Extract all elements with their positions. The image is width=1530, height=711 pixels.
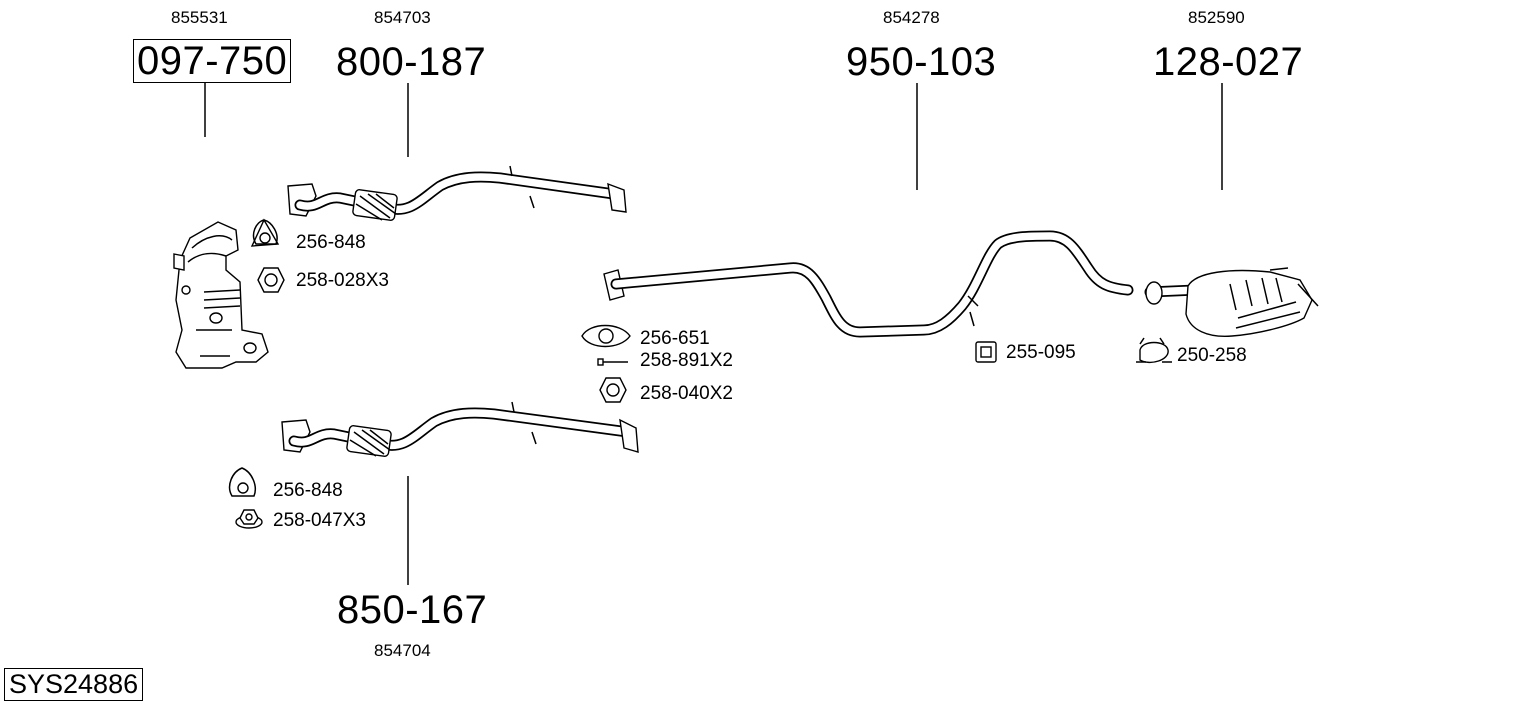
catalytic-converter-drawing <box>173 221 269 369</box>
ref-855531: 855531 <box>171 8 228 27</box>
triangular-gasket-icon <box>250 218 280 247</box>
middle-pipe-drawing <box>603 230 1134 338</box>
oval-gasket-icon <box>581 324 631 348</box>
accessory-label-256-848-lower[interactable]: 256-848 <box>273 480 343 501</box>
pipe-clamp-icon <box>1136 337 1172 364</box>
ref-854703: 854703 <box>374 8 431 27</box>
accessory-label-258-047x3[interactable]: 258-047X3 <box>273 510 366 531</box>
triangular-gasket-icon <box>228 467 256 497</box>
front-pipe-lower-drawing <box>281 401 639 457</box>
part-number-950-103[interactable]: 950-103 <box>846 40 997 84</box>
accessory-label-258-040x2[interactable]: 258-040X2 <box>640 383 733 404</box>
leader-lines <box>204 83 1223 585</box>
part-number-128-027[interactable]: 128-027 <box>1153 40 1304 84</box>
accessory-label-258-028x3[interactable]: 258-028X3 <box>296 270 389 291</box>
ref-854704: 854704 <box>374 641 431 660</box>
bolt-icon <box>597 358 628 366</box>
accessory-label-258-891x2[interactable]: 258-891X2 <box>640 350 733 371</box>
rubber-mount-icon <box>975 341 997 363</box>
rear-silencer-drawing <box>1144 267 1319 337</box>
ref-854278: 854278 <box>883 8 940 27</box>
system-id-label: SYS24886 <box>4 668 144 702</box>
accessory-label-255-095[interactable]: 255-095 <box>1006 342 1076 363</box>
front-pipe-upper-drawing <box>287 165 627 221</box>
hex-nut-icon <box>599 377 627 403</box>
part-number-097-750[interactable]: 097-750 <box>133 39 292 83</box>
accessory-label-256-651[interactable]: 256-651 <box>640 328 710 349</box>
flange-nut-icon <box>235 509 263 529</box>
ref-852590: 852590 <box>1188 8 1245 27</box>
accessory-label-256-848[interactable]: 256-848 <box>296 232 366 253</box>
hex-nut-icon <box>257 267 285 293</box>
accessory-label-250-258[interactable]: 250-258 <box>1177 345 1247 366</box>
part-number-800-187[interactable]: 800-187 <box>336 40 487 84</box>
part-number-850-167[interactable]: 850-167 <box>337 588 488 632</box>
